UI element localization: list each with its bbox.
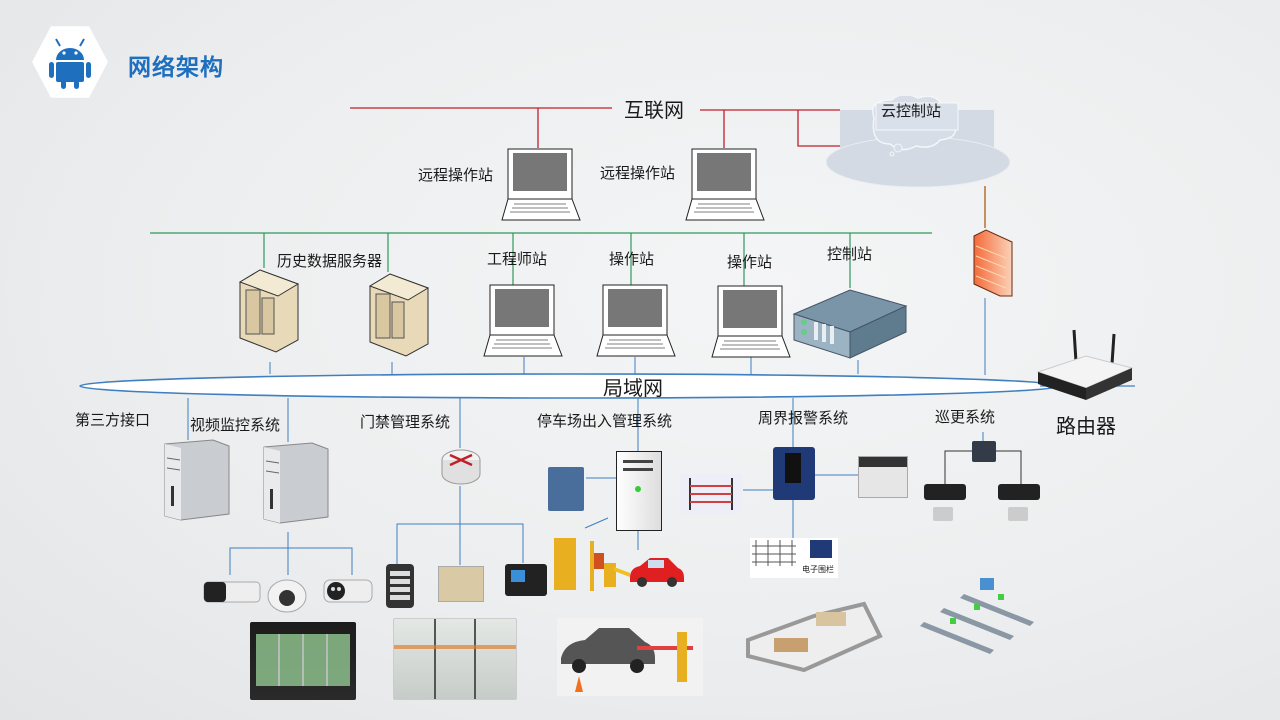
camera-icon — [203, 581, 261, 603]
operator-station-label-1: 操作站 — [609, 250, 655, 268]
perimeter-map — [744, 600, 884, 680]
fence-icon — [752, 540, 796, 566]
face-recognition-terminal[interactable] — [505, 564, 547, 596]
camera-icon — [323, 579, 373, 603]
cloud-control-station[interactable]: 云控制站 — [825, 93, 1012, 190]
desktop-tower-icon — [263, 442, 329, 524]
firewall[interactable] — [972, 228, 1014, 302]
alarm-keypad[interactable] — [858, 456, 908, 498]
site-map-icon — [746, 601, 883, 673]
lan-ellipse — [79, 373, 1061, 399]
history-server-2[interactable] — [368, 272, 430, 362]
screen-icon — [511, 570, 525, 582]
cloud-icon — [825, 93, 1011, 188]
video-pc-2[interactable] — [262, 441, 330, 529]
server-icon — [238, 269, 300, 353]
history-server-1[interactable] — [238, 268, 300, 358]
router[interactable] — [1036, 328, 1136, 412]
patrol-wand-1[interactable] — [924, 484, 966, 500]
infrared-beam-icon — [689, 478, 733, 510]
video-pc-1[interactable] — [163, 438, 231, 526]
electric-fence-label: 电子围栏 — [802, 565, 834, 574]
ticket-machine[interactable] — [554, 538, 576, 590]
video-monitor-photo — [250, 622, 356, 700]
third-party-label: 第三方接口 — [75, 411, 151, 429]
parking-controller[interactable] — [548, 467, 584, 511]
laptop-icon — [501, 148, 581, 221]
operator-station-label-2: 操作站 — [727, 253, 773, 271]
control-station[interactable] — [790, 288, 908, 364]
laptop-icon — [596, 284, 676, 357]
video-system-label: 视频监控系统 — [190, 416, 281, 434]
internet-label: 互联网 — [624, 98, 684, 122]
fingerprint-reader[interactable] — [438, 566, 484, 602]
patrol-checkpoint-1 — [933, 507, 953, 521]
patrol-network-diagram — [910, 574, 1060, 668]
car-icon — [630, 558, 684, 587]
parking-system-label: 停车场出入管理系统 — [537, 412, 673, 430]
perimeter-alarm-host[interactable] — [773, 447, 815, 500]
patrol-system-label: 巡更系统 — [935, 408, 996, 426]
desktop-tower-icon — [164, 439, 230, 521]
parking-server[interactable] — [616, 451, 662, 531]
cloud-station-label: 云控制站 — [881, 102, 942, 120]
entrance-door-photo — [393, 618, 517, 700]
bullet-camera-2[interactable] — [322, 576, 374, 614]
remote-station-label-1: 远程操作站 — [418, 166, 494, 184]
remote-station-1[interactable] — [500, 148, 582, 226]
access-system-label: 门禁管理系统 — [360, 413, 451, 431]
barrier-gate-icon — [590, 541, 630, 591]
barrier-gate[interactable] — [584, 535, 630, 597]
engineer-station[interactable] — [482, 284, 564, 362]
lan-lines — [187, 298, 986, 575]
android-icon — [49, 38, 91, 89]
history-server-label: 历史数据服务器 — [277, 252, 383, 270]
server-icon — [368, 273, 430, 357]
router-icon — [1036, 329, 1134, 400]
remote-station-label-2: 远程操作站 — [600, 164, 676, 182]
patrol-route-icon — [920, 578, 1034, 654]
perimeter-system-label: 周界报警系统 — [758, 409, 849, 427]
patrol-base-station[interactable] — [972, 441, 996, 462]
firewall-icon — [973, 229, 1013, 297]
electric-fence[interactable]: 电子围栏 — [750, 538, 838, 578]
control-station-label: 控制站 — [827, 245, 873, 263]
patrol-wand-2[interactable] — [998, 484, 1040, 500]
access-switch[interactable] — [440, 448, 482, 490]
bullet-camera-1[interactable] — [202, 578, 262, 614]
rack-server-icon — [792, 289, 908, 359]
laptop-icon — [685, 148, 765, 221]
red-car — [628, 556, 686, 592]
laptop-icon — [483, 284, 563, 357]
control-bus — [150, 232, 932, 288]
keypad-reader[interactable] — [386, 564, 414, 608]
parking-gate-photo — [557, 618, 703, 696]
engineer-station-label: 工程师站 — [487, 250, 548, 268]
infrared-beam[interactable] — [680, 474, 742, 514]
operator-station-1[interactable] — [595, 284, 677, 362]
keypad-icon — [390, 570, 410, 600]
lan-label: 局域网 — [603, 376, 663, 400]
dome-camera-icon — [267, 579, 307, 613]
router-label: 路由器 — [1056, 414, 1116, 438]
patrol-checkpoint-2 — [1008, 507, 1028, 521]
dome-camera[interactable] — [266, 576, 308, 618]
remote-station-2[interactable] — [684, 148, 766, 226]
laptop-icon — [711, 285, 791, 358]
switch-router-icon — [441, 449, 481, 485]
internet-lines — [350, 107, 840, 148]
operator-station-2[interactable] — [710, 285, 792, 363]
page-title: 网络架构 — [128, 55, 224, 81]
